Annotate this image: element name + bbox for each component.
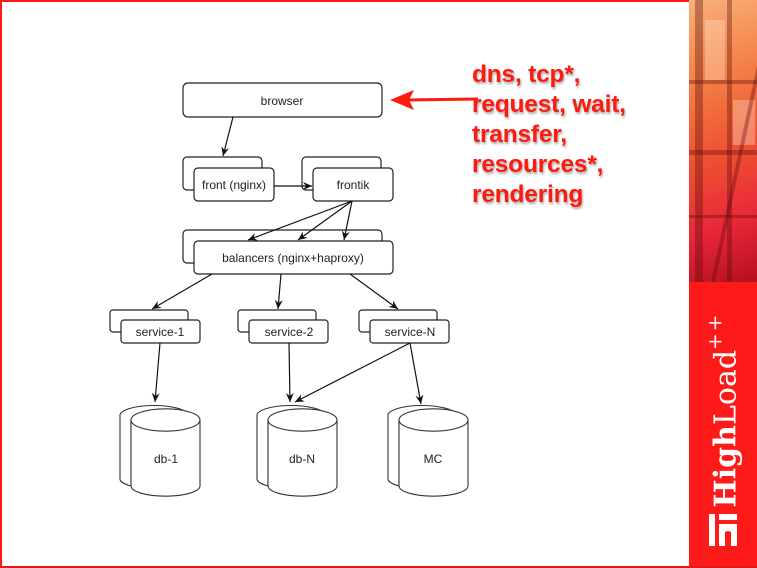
node-db-1-label: db-1 — [154, 452, 178, 466]
brand-name: HighLoad++ — [703, 312, 744, 507]
node-service-2: service-2 — [237, 309, 329, 344]
timing-annotation: dns, tcp*, request, wait, transfer, reso… — [472, 60, 626, 210]
edge-service-n-db-n — [294, 342, 411, 403]
annotation-arrow — [390, 90, 479, 110]
edge-balancers-service-n — [349, 273, 399, 310]
annotation-line: dns, tcp*, — [472, 61, 581, 88]
edge-frontik-balancers-1 — [247, 200, 353, 241]
architecture-diagram: browser front (nginx) frontik balancers … — [109, 82, 479, 497]
node-service-n: service-N — [358, 309, 450, 344]
node-browser: browser — [182, 82, 383, 118]
edge-service-n-mc — [409, 342, 424, 405]
brand-decorative-art — [689, 0, 757, 282]
edge-frontik-balancers-2 — [297, 200, 353, 241]
node-mc-label: MC — [424, 452, 443, 466]
node-balancers: balancers (nginx+haproxy) — [182, 229, 394, 275]
annotation-line: transfer, — [472, 121, 567, 148]
node-balancers-label: balancers (nginx+haproxy) — [222, 251, 364, 265]
node-service-1: service-1 — [109, 309, 201, 344]
edge-balancers-service-1 — [151, 273, 213, 310]
node-service-n-label: service-N — [385, 325, 436, 339]
edge-balancers-service-2 — [274, 273, 283, 310]
node-service-1-label: service-1 — [136, 325, 185, 339]
node-db-n: db-N — [256, 404, 338, 497]
node-frontik: frontik — [301, 156, 394, 202]
brand-name-regular: Load — [708, 349, 744, 426]
node-mc: MC — [387, 404, 469, 497]
edge-service-2-db-n — [285, 342, 294, 403]
node-frontik-label: frontik — [337, 178, 371, 192]
node-service-2-label: service-2 — [265, 325, 314, 339]
edge-service-1-db-1 — [151, 342, 161, 403]
annotation-line: rendering — [472, 181, 584, 208]
edge-frontik-balancers-3 — [341, 200, 353, 241]
brand-name-suffix: ++ — [702, 312, 727, 350]
highload-logo-icon — [709, 514, 737, 546]
annotation-line: request, wait, — [472, 91, 626, 118]
node-front-nginx: front (nginx) — [182, 156, 275, 202]
brand-name-bold: High — [708, 425, 744, 508]
node-db-1: db-1 — [119, 404, 201, 497]
brand-sidebar: HighLoad++ — [689, 0, 757, 566]
node-db-n-label: db-N — [289, 452, 315, 466]
node-browser-label: browser — [261, 94, 304, 108]
edge-browser-front — [221, 116, 234, 157]
annotation-line: resources*, — [472, 151, 604, 178]
node-front-label: front (nginx) — [202, 178, 266, 192]
